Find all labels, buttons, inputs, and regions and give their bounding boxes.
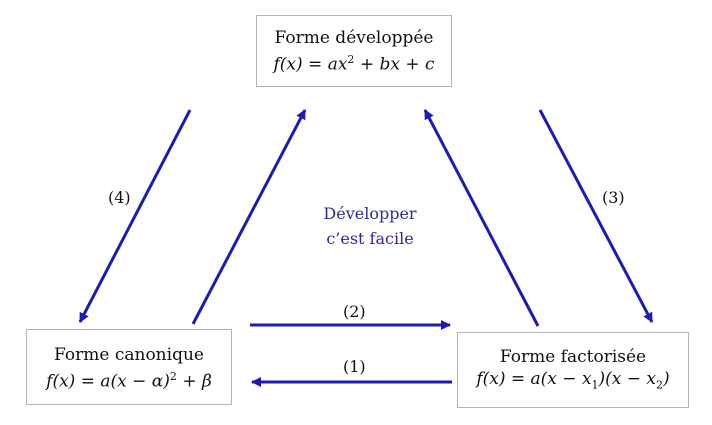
arrow-4-developed-to-canonical [78,109,192,323]
factored-form-formula: f(x) = a(x − x1)(x − x2) [458,368,688,396]
canonical-form-title: Forme canonique [54,345,204,365]
formula-part: + β [176,371,212,392]
arrow-3-developed-to-factored [538,109,654,323]
factored-form-title: Forme factorisée [499,347,647,367]
canonical-form-formula: f(x) = a(x − α)2 + β [27,366,231,393]
formula-subscript: 1 [591,378,599,392]
developed-form-title: Forme développée [274,28,434,48]
arrow-label-1: (1) [343,357,366,376]
arrow-label-2: (2) [343,302,366,321]
formula-part: a(x − α) [100,371,170,392]
formula-part: ax [327,54,348,75]
formula-eq: = [505,369,531,389]
box-canonical-form: Forme canonique f(x) = a(x − α)2 + β [26,329,232,405]
formula-lhs: f(x) [46,371,76,392]
arrow-factored-to-developed [423,109,540,327]
arrow-label-3: (3) [602,188,625,207]
formula-part: ) [663,369,670,389]
arrow-label-4: (4) [108,188,131,207]
formula-lhs: f(x) [476,369,506,389]
box-factored-form: Forme factorisée f(x) = a(x − x1)(x − x2… [457,332,689,408]
center-note: Développer c’est facile [300,201,440,251]
formula-exponent: 2 [347,53,355,66]
formula-eq: = [302,54,328,75]
note-line-1: Développer [323,204,417,223]
formula-eq: = [75,371,101,392]
formula-lhs: f(x) [273,54,303,75]
arrow-canonical-to-developed [191,109,307,325]
formula-subscript: 2 [656,378,664,392]
formula-part: )(x − x [598,369,657,389]
formula-part: + bx + c [354,54,435,75]
developed-form-formula: f(x) = ax2 + bx + c [257,49,451,76]
note-line-2: c’est facile [326,229,414,248]
formula-part: a(x − x [530,369,592,389]
formula-exponent: 2 [169,370,177,383]
box-developed-form: Forme développée f(x) = ax2 + bx + c [256,15,452,87]
